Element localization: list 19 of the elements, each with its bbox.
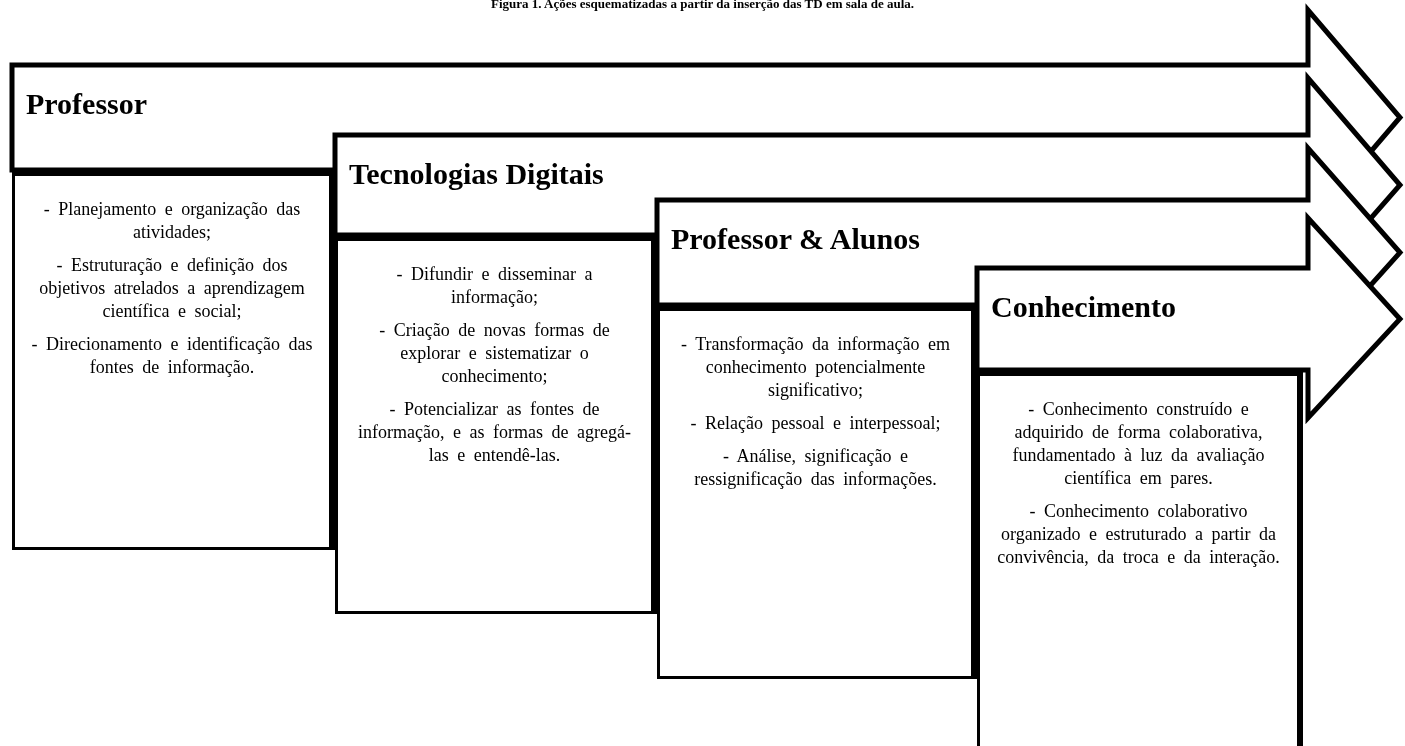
bullet-text: - Estruturação e definição dos objetivos atrelados a aprendizagem científica e social; bbox=[38, 254, 306, 323]
text-box bbox=[657, 305, 977, 679]
bullet-text: - Potencializar as fontes de informação, e as formas de agregá-las e entendê-las. bbox=[357, 398, 632, 467]
text-box bbox=[977, 370, 1303, 746]
bullet-text: - Direcionamento e identificação das fontes de informação. bbox=[30, 333, 314, 379]
bullet-text: - Análise, significação e ressignificação das informações. bbox=[693, 445, 938, 491]
text-box bbox=[12, 170, 335, 550]
bullet-text: - Criação de novas formas de explorar e sistematizar o conhecimento; bbox=[378, 319, 611, 388]
bullet-text: - Conhecimento construído e adquirido de forma colaborativa, fundamentado à luz da avaliação científica em pares. bbox=[1011, 398, 1266, 490]
bullet-text: - Relação pessoal e interpessoal; bbox=[689, 412, 942, 435]
arrow-heading: Tecnologias Digitais bbox=[349, 157, 604, 191]
text-box bbox=[335, 235, 657, 614]
arrow-heading: Professor bbox=[26, 87, 148, 121]
bullet-text: - Difundir e disseminar a informação; bbox=[395, 263, 594, 309]
arrow-heading: Professor & Alunos bbox=[671, 222, 920, 256]
bullet-text: - Planejamento e organização das atividades; bbox=[42, 198, 302, 244]
arrow-heading: Conhecimento bbox=[991, 290, 1176, 324]
bullet-text: - Conhecimento colaborativo organizado e estruturado a partir da convivência, da troca e da interação. bbox=[996, 500, 1281, 569]
bullet-text: - Transformação da informação em conhecimento potencialmente significativo; bbox=[680, 333, 951, 402]
